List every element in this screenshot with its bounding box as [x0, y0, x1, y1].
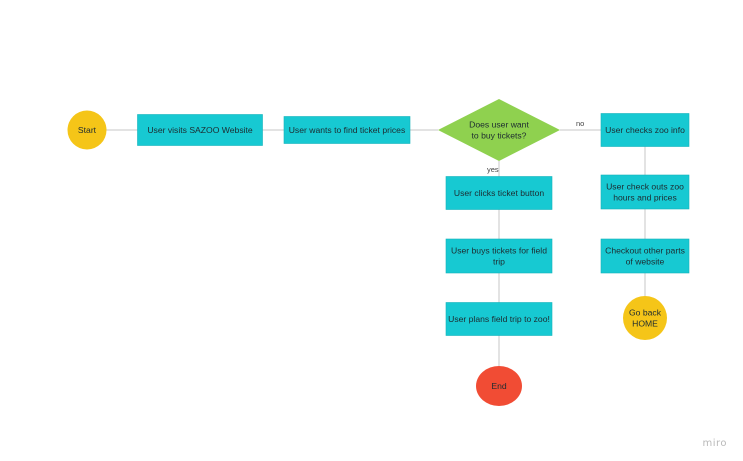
- node-plans-trip[interactable]: User plans field trip to zoo!: [445, 302, 553, 336]
- node-zoo-info[interactable]: User checks zoo info: [600, 113, 690, 147]
- node-label: hours and prices: [613, 193, 677, 203]
- node-label: Start: [78, 125, 97, 135]
- node-find-prices[interactable]: User wants to find ticket prices: [283, 116, 411, 144]
- node-label: End: [491, 381, 507, 391]
- node-label: User plans field trip to zoo!: [448, 314, 550, 324]
- process-box[interactable]: [137, 114, 263, 146]
- process-box[interactable]: [600, 238, 690, 274]
- node-label: User wants to find ticket prices: [289, 125, 406, 135]
- process-box[interactable]: [283, 116, 411, 144]
- connectors: [106, 129, 646, 366]
- edge-label-no: no: [576, 119, 584, 128]
- process-box[interactable]: [445, 176, 553, 210]
- node-label: Does user want: [469, 120, 529, 130]
- miro-watermark: miro: [702, 438, 727, 449]
- node-ticket-button[interactable]: User clicks ticket button: [445, 176, 553, 210]
- node-label: to buy tickets?: [472, 131, 527, 141]
- nodes: Start User visits SAZOO Website User wants…: [67, 99, 690, 406]
- terminal-ellipse[interactable]: [476, 366, 522, 406]
- terminal-circle[interactable]: [67, 110, 107, 150]
- node-end[interactable]: End: [476, 366, 522, 406]
- node-visit[interactable]: User visits SAZOO Website: [137, 114, 263, 146]
- node-label: of website: [626, 257, 665, 267]
- node-label: User check outs zoo: [606, 182, 684, 192]
- edge-label-yes: yes: [487, 165, 499, 174]
- node-start[interactable]: Start: [67, 110, 107, 150]
- process-box[interactable]: [445, 302, 553, 336]
- node-label: User clicks ticket button: [454, 188, 544, 198]
- node-label: Go back: [629, 308, 662, 318]
- node-label: trip: [493, 257, 505, 267]
- node-label: User checks zoo info: [605, 125, 685, 135]
- node-label: User buys tickets for field: [451, 246, 547, 256]
- edge-labels: no yes: [487, 119, 584, 174]
- process-box[interactable]: [600, 113, 690, 147]
- node-label: Checkout other parts: [605, 246, 685, 256]
- process-box[interactable]: [445, 238, 553, 274]
- decision-diamond[interactable]: [438, 99, 560, 161]
- terminal-circle[interactable]: [623, 296, 667, 340]
- node-label: HOME: [632, 319, 658, 329]
- process-box[interactable]: [600, 174, 690, 210]
- node-label: User visits SAZOO Website: [147, 125, 253, 135]
